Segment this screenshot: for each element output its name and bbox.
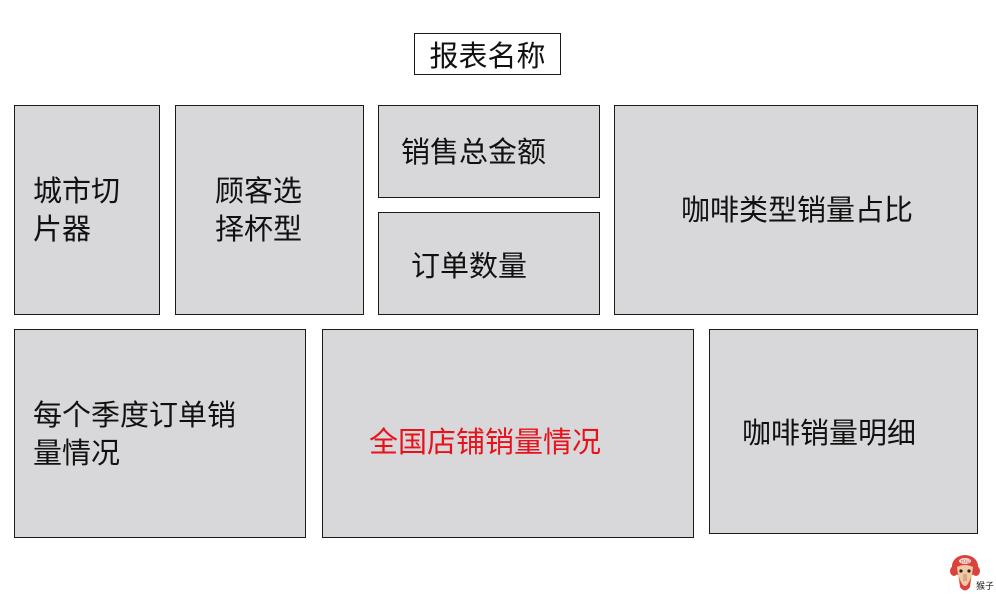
monkey-logo: YOU 猴子 bbox=[950, 553, 996, 595]
panel-cup-type: 顾客选 择杯型 bbox=[175, 105, 364, 315]
panel-label: 顾客选 择杯型 bbox=[215, 174, 303, 246]
panel-label: 咖啡销量明细 bbox=[742, 415, 917, 450]
panel-total-sales: 销售总金额 bbox=[378, 105, 600, 198]
report-title-text: 报表名称 bbox=[429, 39, 546, 73]
svg-text:YOU: YOU bbox=[959, 559, 969, 565]
panel-label: 全国店铺销量情况 bbox=[369, 424, 602, 459]
report-title: 报表名称 bbox=[414, 33, 561, 75]
panel-city-slicer: 城市切 片器 bbox=[14, 105, 160, 315]
panel-order-count: 订单数量 bbox=[378, 212, 600, 315]
panel-label: 每个季度订单销 量情况 bbox=[33, 397, 237, 470]
panel-label: 城市切 片器 bbox=[33, 174, 121, 246]
panel-quarterly-orders: 每个季度订单销 量情况 bbox=[14, 329, 306, 538]
panel-label: 销售总金额 bbox=[401, 134, 547, 169]
panel-national-stores: 全国店铺销量情况 bbox=[322, 329, 694, 538]
panel-coffee-detail: 咖啡销量明细 bbox=[709, 329, 978, 534]
logo-caption: 猴子 bbox=[976, 582, 995, 592]
monkey-icon: YOU bbox=[950, 555, 980, 591]
panel-label: 咖啡类型销量占比 bbox=[680, 193, 913, 227]
panel-label: 订单数量 bbox=[411, 248, 528, 283]
panel-coffee-type-share: 咖啡类型销量占比 bbox=[614, 105, 978, 315]
